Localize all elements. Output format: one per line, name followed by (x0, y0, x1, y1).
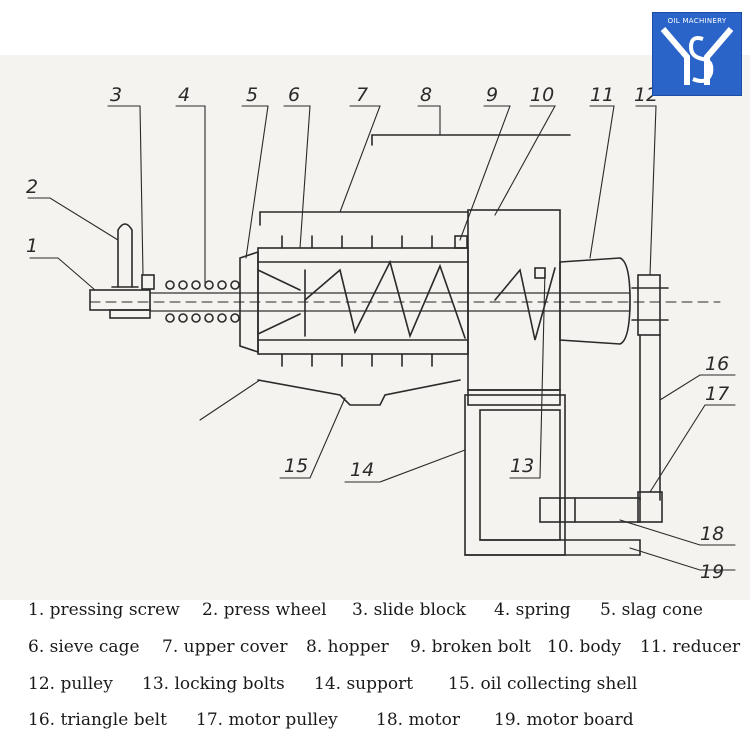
legend-item: 3. slide block (352, 600, 466, 620)
slag-cone-taper (257, 269, 301, 335)
legend-row-3: 12. pulley 13. locking bolts 14. support… (0, 670, 750, 698)
legend-item: 13. locking bolts (142, 674, 285, 694)
pressing-screw-nut (109, 309, 151, 319)
legend-item: 19. motor board (494, 710, 634, 730)
legend-item: 15. oil collecting shell (448, 674, 638, 694)
legend-item: 7. upper cover (162, 637, 288, 657)
sieve-cage (257, 247, 469, 355)
pressing-screw (89, 289, 151, 311)
legend-item: 17. motor pulley (196, 710, 338, 730)
legend-item: 16. triangle belt (28, 710, 167, 730)
reducer (559, 257, 631, 345)
callout-13: 13 (510, 455, 534, 477)
logo-text: OIL MACHINERY (667, 17, 727, 25)
leader-lines (27, 105, 736, 571)
callout-6: 6 (288, 84, 300, 106)
legend-item: 10. body (547, 637, 622, 657)
legend-item: 6. sieve cage (28, 637, 140, 657)
callout-4: 4 (178, 84, 190, 106)
callout-18: 18 (700, 523, 724, 545)
legend-item: 5. slag cone (600, 600, 703, 620)
body-base (467, 389, 561, 406)
callout-19: 19 (700, 561, 724, 583)
callout-10: 10 (530, 84, 554, 106)
press-wheel (117, 223, 133, 288)
motor-pulley (637, 491, 663, 523)
body-screw (494, 267, 556, 341)
callout-2: 2 (26, 176, 38, 198)
callout-8: 8 (420, 84, 432, 106)
legend-item: 12. pulley (28, 674, 113, 694)
legend-item: 4. spring (494, 600, 571, 620)
legend-row-4: 16. triangle belt 17. motor pulley 18. m… (0, 706, 750, 734)
legend-item: 2. press wheel (202, 600, 327, 620)
upper-cover (259, 211, 469, 226)
legend-row-2: 6. sieve cage 7. upper cover 8. hopper 9… (0, 633, 750, 661)
drawing-paper (0, 55, 750, 600)
callout-9: 9 (486, 84, 498, 106)
ys-logo-icon (660, 27, 734, 85)
callout-1: 1 (26, 235, 38, 257)
motor-fins (559, 497, 576, 523)
company-logo: OIL MACHINERY (652, 12, 742, 96)
body-bolt (534, 267, 546, 279)
legend-item: 1. pressing screw (28, 600, 180, 620)
oil-collecting-shell (257, 379, 461, 406)
legend-item: 9. broken bolt (410, 637, 531, 657)
legend-item: 14. support (314, 674, 414, 694)
legend-item: 11. reducer (640, 637, 741, 657)
sieve-bars-bottom (281, 353, 433, 367)
pulley (637, 274, 661, 336)
callout-15: 15 (284, 455, 308, 477)
legend-item: 18. motor (376, 710, 460, 730)
screw-flights (304, 259, 466, 339)
sieve-bars-top (281, 235, 433, 249)
callout-3: 3 (110, 84, 122, 106)
motor (539, 497, 641, 523)
legend-row-1: 1. pressing screw 2. press wheel 3. slid… (0, 596, 750, 624)
callout-11: 11 (590, 84, 614, 106)
legend-item: 8. hopper (306, 637, 389, 657)
callout-5: 5 (246, 84, 258, 106)
callout-14: 14 (350, 459, 374, 481)
callout-7: 7 (356, 84, 368, 106)
oil-press-diagram: 1 2 3 4 5 6 7 8 9 10 11 12 13 14 15 16 1… (26, 84, 736, 583)
callout-16: 16 (705, 353, 729, 375)
spring (165, 280, 240, 323)
callout-17: 17 (705, 383, 729, 405)
slide-block (141, 274, 155, 290)
